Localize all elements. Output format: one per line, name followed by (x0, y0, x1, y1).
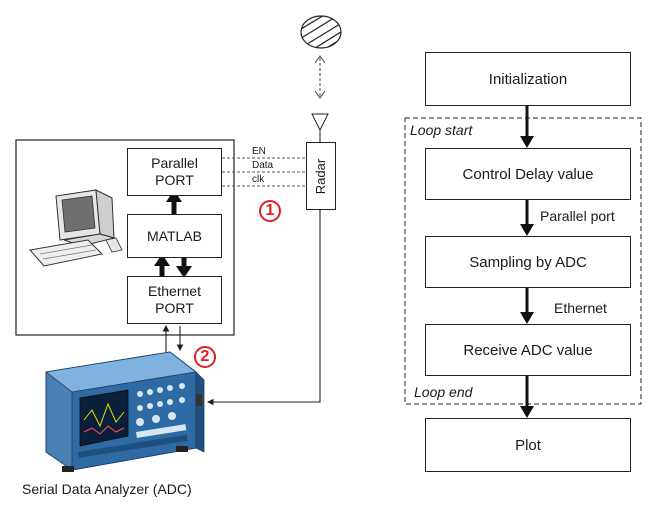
matlab-to-parallel-arrow (166, 190, 182, 216)
ethernet-flow-label: Ethernet (554, 300, 607, 316)
pc-enclosure (15, 139, 235, 336)
parallel-port-flow-label: Parallel port (540, 208, 615, 224)
parallel-port-box: Parallel PORT (127, 148, 222, 196)
initialization-label: Initialization (488, 70, 568, 88)
radar-box: Radar (306, 142, 336, 210)
matlab-label: MATLAB (147, 228, 202, 244)
sampling-label: Sampling by ADC (469, 253, 587, 271)
plot-label: Plot (515, 436, 541, 454)
loop-end-label: Loop end (414, 384, 473, 400)
control-delay-label: Control Delay value (462, 165, 594, 183)
ethernet-port-label-line1: Ethernet (148, 283, 201, 299)
signal-data-label: Data (252, 160, 274, 171)
loop-dashed-box (404, 117, 642, 405)
signal-en-label: EN (252, 146, 266, 157)
ethernet-port-box: Ethernet PORT (127, 276, 222, 324)
antenna-icon (311, 113, 329, 142)
plot-box: Plot (425, 418, 631, 472)
control-delay-box: Control Delay value (425, 148, 631, 200)
receive-label: Receive ADC value (463, 341, 593, 359)
ethernet-analyzer-arrows (162, 324, 184, 352)
matlab-box: MATLAB (127, 214, 222, 258)
receive-box: Receive ADC value (425, 324, 631, 376)
radar-label: Radar (313, 158, 329, 194)
ethernet-port-label-line2: PORT (155, 300, 194, 316)
loop-start-label: Loop start (410, 122, 473, 138)
radar-wave-arrow (314, 55, 326, 99)
marker-2: 2 (194, 346, 216, 368)
initialization-box: Initialization (425, 52, 631, 106)
sampling-box: Sampling by ADC (425, 236, 631, 288)
parallel-port-label-line1: Parallel (151, 155, 198, 171)
computer-icon (29, 189, 123, 267)
radar-to-analyzer-line (206, 210, 321, 406)
flow-arrows (520, 106, 534, 418)
marker-1: 1 (259, 200, 281, 222)
signal-lines (222, 157, 306, 187)
parallel-port-label-line2: PORT (155, 172, 194, 188)
signal-clk-label: clk (252, 174, 265, 185)
ethernet-to-matlab-arrow (154, 254, 170, 276)
target-icon (300, 15, 342, 49)
oscilloscope-icon (45, 351, 205, 472)
analyzer-caption: Serial Data Analyzer (ADC) (22, 481, 192, 497)
matlab-to-ethernet-arrow (176, 256, 192, 278)
